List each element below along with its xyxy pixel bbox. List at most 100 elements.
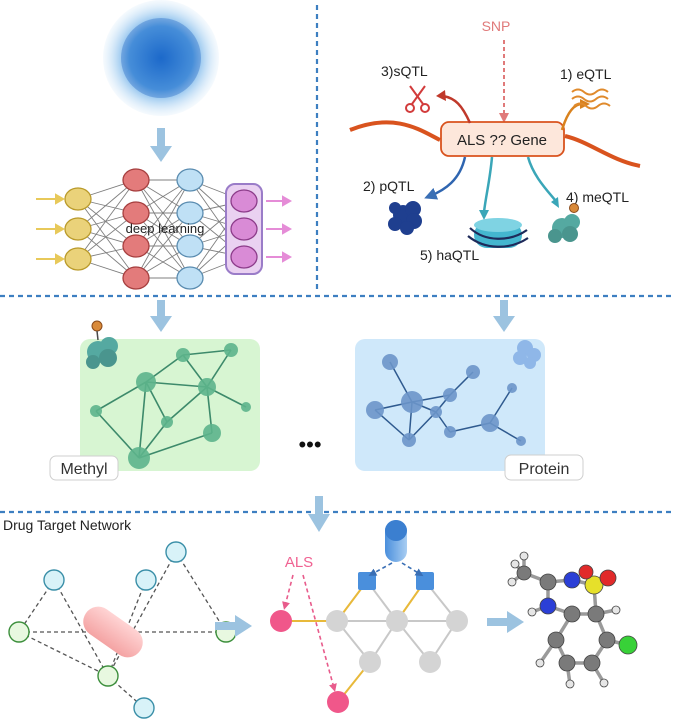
protein-node bbox=[430, 406, 442, 418]
molecule-atom bbox=[599, 678, 609, 688]
disease-node bbox=[327, 691, 349, 713]
dtn-edge bbox=[53, 579, 109, 677]
molecule-atom bbox=[535, 658, 545, 668]
methyl-node bbox=[128, 447, 150, 469]
drug-target-panel: Drug Target Network bbox=[3, 517, 237, 719]
methylated-protein-icon bbox=[548, 203, 580, 243]
protein-node bbox=[382, 354, 398, 370]
deep-learning-panel: deep learning bbox=[36, 0, 293, 290]
nn-edge bbox=[135, 179, 191, 279]
down-arrow-4 bbox=[308, 496, 330, 532]
target-node bbox=[416, 572, 434, 590]
als-label: ALS bbox=[285, 554, 313, 571]
methyl-edge bbox=[138, 381, 147, 459]
dtn-edge bbox=[107, 551, 177, 677]
mrna-icon bbox=[571, 88, 611, 110]
nn-edge bbox=[135, 179, 191, 247]
meqtl-label: 4) meQTL bbox=[566, 189, 629, 205]
panel-dividers bbox=[0, 5, 675, 514]
data-cloud-core bbox=[121, 18, 201, 98]
nn-nodes bbox=[64, 168, 258, 290]
molecule-atom bbox=[565, 679, 575, 689]
nn-node bbox=[64, 187, 92, 211]
nn-node bbox=[230, 189, 258, 213]
nn-node bbox=[230, 217, 258, 241]
nucleosome-icon bbox=[467, 218, 529, 248]
methyl-network bbox=[90, 343, 251, 469]
molecule-atom bbox=[510, 559, 520, 569]
molecule-atom bbox=[519, 551, 529, 561]
dtn-nodes bbox=[8, 541, 237, 719]
methyl-node bbox=[224, 343, 238, 357]
down-arrow-2 bbox=[150, 300, 172, 332]
methyl-node bbox=[203, 424, 221, 442]
methyl-label: Methyl bbox=[60, 461, 107, 478]
molecule-atom bbox=[599, 569, 617, 587]
protein-label-box bbox=[504, 454, 584, 481]
gene-label: ALS ?? Gene bbox=[457, 132, 547, 149]
protein-node bbox=[507, 383, 517, 393]
molecule-icon bbox=[507, 551, 638, 689]
nn-edge bbox=[135, 212, 191, 279]
target-node bbox=[358, 572, 376, 590]
dtn-edge bbox=[175, 551, 227, 633]
disease-network-panel: ALS bbox=[270, 520, 468, 713]
disease-node bbox=[270, 610, 292, 632]
molecule-atom bbox=[618, 635, 638, 655]
nn-edge bbox=[77, 198, 137, 279]
drug-pill-icon bbox=[83, 606, 143, 658]
pqtl-arrow bbox=[424, 156, 467, 200]
protein-cluster-icon bbox=[513, 340, 541, 369]
molecule-atom bbox=[558, 654, 576, 672]
protein-node bbox=[402, 433, 416, 447]
protein-node bbox=[516, 436, 526, 446]
methyl-node bbox=[161, 416, 173, 428]
molecule-atom bbox=[539, 573, 557, 591]
molecule-atom bbox=[516, 565, 532, 581]
down-arrow-3 bbox=[493, 300, 515, 332]
nn-node bbox=[122, 266, 150, 290]
nn-node bbox=[176, 201, 204, 225]
snp-label: SNP bbox=[482, 18, 511, 34]
dtn-node bbox=[8, 621, 30, 643]
molecule-atom bbox=[547, 631, 565, 649]
sqtl-arrow bbox=[442, 94, 472, 124]
eqtl-arrow bbox=[560, 102, 583, 131]
molecule-atom bbox=[539, 597, 557, 615]
protein-node bbox=[481, 414, 499, 432]
molecule-atom bbox=[527, 607, 537, 617]
gene-node bbox=[419, 651, 441, 673]
protein-node bbox=[401, 391, 423, 413]
pqtl-label: 2) pQTL bbox=[363, 178, 415, 194]
molecule-atom bbox=[611, 605, 621, 615]
disease-nodes bbox=[270, 572, 468, 713]
methyl-edge bbox=[182, 349, 232, 356]
methyl-label-box bbox=[49, 455, 119, 481]
qtl-panel: SNP ALS ?? Gene 3)sQTL 1) eQTL 2) pQTL bbox=[349, 18, 641, 263]
gene-box bbox=[440, 121, 565, 157]
dtn-node bbox=[135, 569, 157, 591]
nn-node bbox=[230, 245, 258, 269]
protein-node bbox=[466, 365, 480, 379]
haqtl-arrow bbox=[482, 156, 494, 213]
right-arrow-2 bbox=[487, 611, 524, 633]
molecule-atom bbox=[563, 571, 581, 589]
input-arrows bbox=[36, 193, 66, 265]
drug-target-title: Drug Target Network bbox=[3, 517, 132, 533]
nn-node bbox=[122, 201, 150, 225]
nn-node bbox=[176, 234, 204, 258]
drug-arrow-2 bbox=[401, 562, 424, 577]
nn-edge bbox=[77, 179, 137, 260]
methyl-node bbox=[241, 402, 251, 412]
gene-node bbox=[359, 651, 381, 673]
molecule-atom bbox=[578, 564, 594, 580]
protein-network-panel: Protein bbox=[355, 339, 584, 481]
nn-node bbox=[64, 217, 92, 241]
molecule-atom bbox=[507, 577, 517, 587]
protein-node bbox=[444, 426, 456, 438]
dna-strand-left bbox=[349, 120, 441, 142]
meqtl-arrow bbox=[526, 156, 556, 201]
protein-node bbox=[366, 401, 384, 419]
